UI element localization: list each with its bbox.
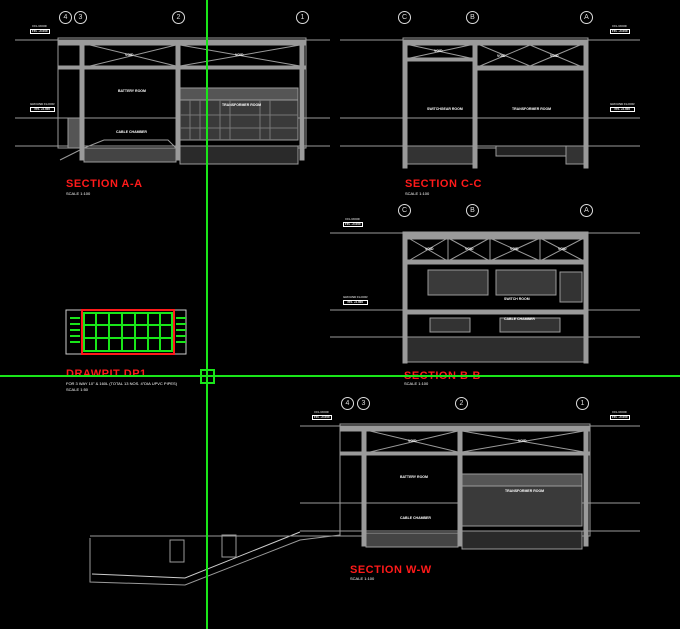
room-label-cable-chamber: CABLE CHAMBER (504, 317, 535, 321)
section-title-w-w: SECTION W-W (350, 564, 432, 576)
void-label: VOID (510, 247, 519, 251)
room-label-transformer: TRANSFORMER ROOM (505, 489, 545, 493)
section-c-c-drawing (340, 37, 640, 169)
grid-bubble-b: B (466, 204, 479, 217)
grid-bubble-2: 2 (172, 11, 185, 24)
drawpit-dp1-drawing (65, 309, 187, 355)
room-label-transformer: TRANSFORMER ROOM (512, 107, 552, 111)
drawpit-scale: SCALE 1:50 (66, 387, 89, 392)
void-label: VOID (465, 247, 474, 251)
grid-bubble-c: C (398, 11, 411, 24)
void-label: VOID (125, 53, 134, 57)
void-label: VOID (497, 54, 506, 58)
section-a-a-drawing (15, 37, 330, 165)
section-w-w-drawing (89, 423, 640, 586)
room-label-switch: SWITCH ROOM (504, 297, 530, 301)
section-scale-c-c: SCALE 1:100 (405, 191, 430, 196)
void-label: VOID (434, 49, 443, 53)
cursor-crosshair-horizontal (0, 375, 680, 377)
void-label: VOID (518, 439, 527, 443)
drawpit-note: FOR 3 WAY 10" & 160L (TOTAL 13 NOS. 4"DI… (66, 381, 178, 386)
grid-bubble-4: 4 (59, 11, 72, 24)
void-label: VOID (550, 54, 559, 58)
grid-bubble-1: 1 (576, 397, 589, 410)
section-b-b-drawing (330, 231, 640, 364)
void-label: VOID (425, 247, 434, 251)
void-label: VOID (558, 247, 567, 251)
grid-bubble-3: 3 (74, 11, 87, 24)
cursor-crosshair-vertical (206, 0, 208, 629)
drawpit-title: DRAWPIT DP1 (66, 368, 147, 380)
room-label-cable-chamber: CABLE CHAMBER (116, 130, 147, 134)
section-scale-b-b: SCALE 1:100 (404, 381, 429, 386)
grid-bubble-1: 1 (296, 11, 309, 24)
section-title-a-a: SECTION A-A (66, 178, 143, 190)
room-label-switchgear: SWITCHGEAR ROOM (427, 107, 463, 111)
grid-bubble-a: A (580, 11, 593, 24)
grid-bubble-2: 2 (455, 397, 468, 410)
room-label-battery: BATTERY ROOM (118, 89, 146, 93)
grid-bubble-a: A (580, 204, 593, 217)
void-label: VOID (408, 439, 417, 443)
grid-bubble-c: C (398, 204, 411, 217)
grid-bubble-3: 3 (357, 397, 370, 410)
void-label: VOID (235, 53, 244, 57)
grid-bubble-b: B (466, 11, 479, 24)
room-label-transformer: TRANSFORMER ROOM (222, 103, 262, 107)
room-label-cable-chamber: CABLE CHAMBER (400, 516, 431, 520)
room-label-battery: BATTERY ROOM (400, 475, 428, 479)
grid-bubble-4: 4 (341, 397, 354, 410)
section-title-c-c: SECTION C-C (405, 178, 482, 190)
section-scale-w-w: SCALE 1:100 (350, 576, 375, 581)
section-scale-a-a: SCALE 1:100 (66, 191, 91, 196)
cursor-pickbox (200, 369, 215, 384)
